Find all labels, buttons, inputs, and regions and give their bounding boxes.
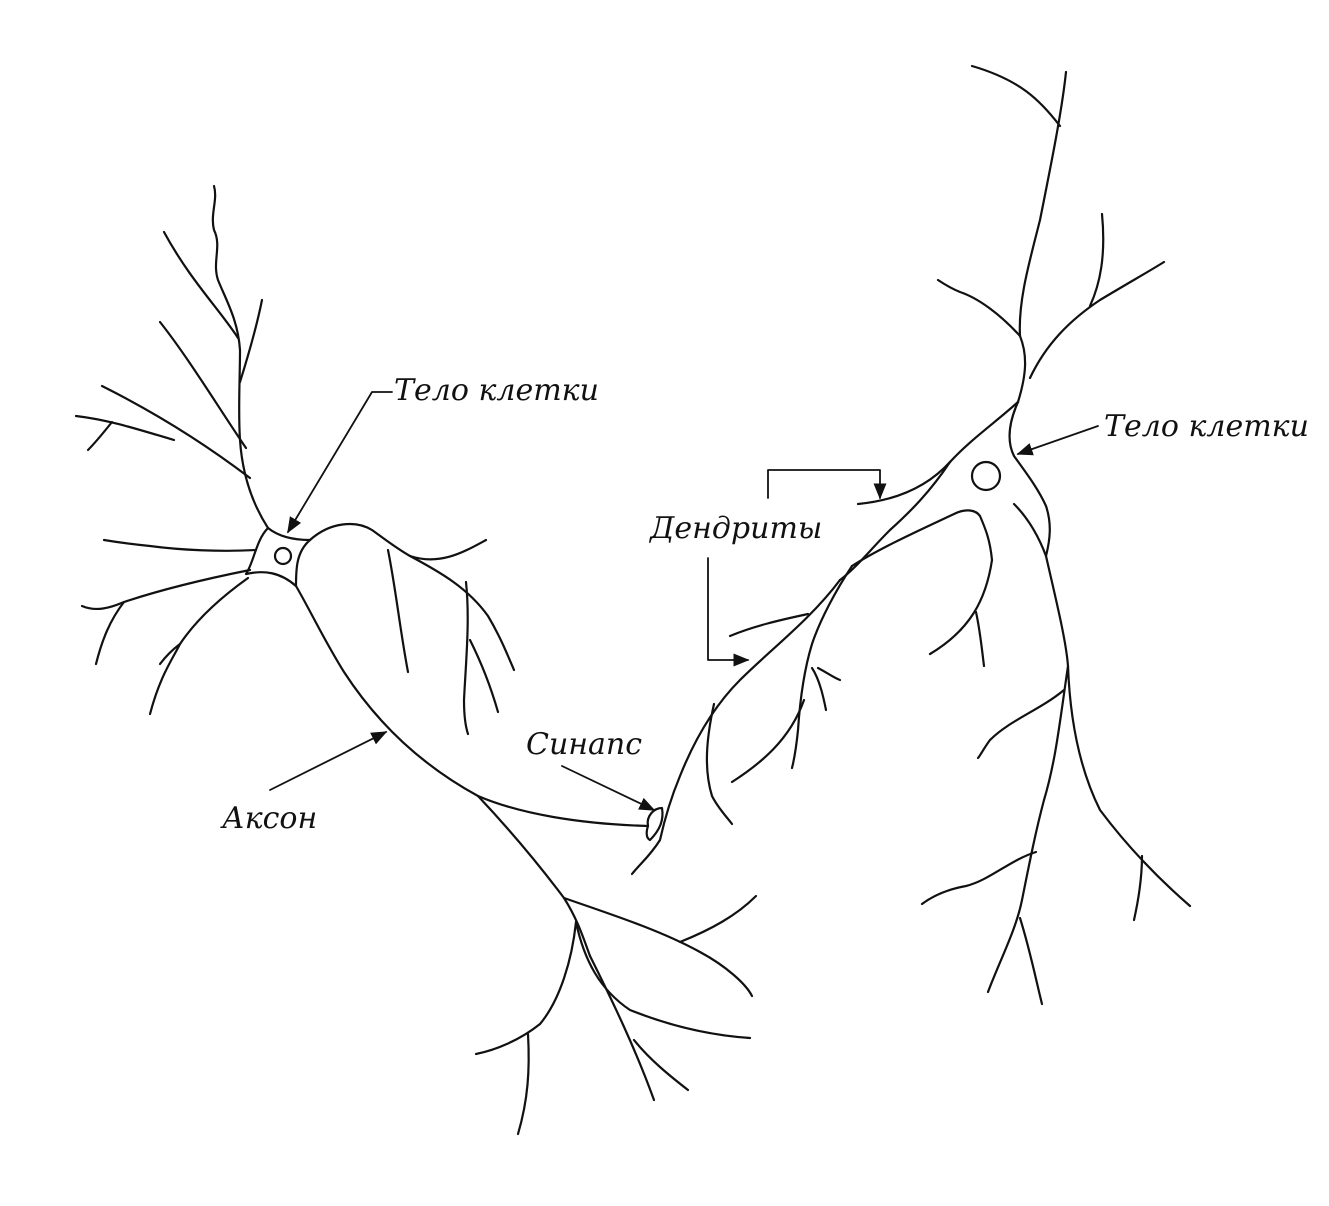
right-nucleus xyxy=(970,460,1002,492)
right-soma-lower-edge xyxy=(838,460,952,582)
left-dendrite-side-2 xyxy=(80,568,252,611)
left-dendrite-side-1 xyxy=(102,538,258,552)
right-dendrite-lower-branch-1 xyxy=(986,664,1070,994)
left-dendrite-side-3 xyxy=(94,600,126,666)
left-axon-lower-edge xyxy=(294,584,650,828)
left-hillock-branch-3 xyxy=(462,580,470,736)
right-dendrite-lower-branch-2 xyxy=(1018,916,1044,1006)
synapse-leader xyxy=(561,765,656,811)
left-hillock-branch-2 xyxy=(408,554,516,672)
right-soma-inner-edge xyxy=(850,509,994,568)
right-dendrite-upper-trunk xyxy=(1016,70,1068,404)
left-dendrite-side-4 xyxy=(148,576,250,716)
right-cell-body-label: Тело клетки xyxy=(1104,409,1309,444)
left-neuron xyxy=(74,184,758,1136)
left-dendrite-upper-branch-6 xyxy=(86,420,114,452)
right-dendrite-upper-branch-1 xyxy=(970,64,1062,128)
dendrites-label: Дендриты xyxy=(648,511,822,546)
right-dendrite-lower-branch-3 xyxy=(920,850,1038,906)
right-neuron xyxy=(630,64,1192,1006)
left-dendrite-upper-branch-5 xyxy=(74,414,176,442)
right-soma-right-edge xyxy=(1008,400,1051,558)
left-nucleus xyxy=(273,546,293,566)
right-cell-body-leader xyxy=(1016,425,1099,456)
right-dendrite-branch-a xyxy=(728,612,810,638)
left-hillock-branch-4 xyxy=(468,638,500,714)
right-dendrite-upper-branch-2 xyxy=(936,278,1022,338)
left-axon-branch-3 xyxy=(574,920,752,1040)
right-dendrite-upper-branch-4 xyxy=(1088,212,1105,308)
right-dendrite-soma-branch-3 xyxy=(974,610,986,668)
right-dendrite-main-left xyxy=(630,578,842,876)
left-axon-branch-1 xyxy=(562,896,754,998)
axon-label: Аксон xyxy=(220,801,317,836)
right-dendrite-soma-branch-2 xyxy=(1012,502,1048,558)
right-dendrite-lower-branch-4 xyxy=(976,688,1066,760)
left-dendrite-upper-branch-4 xyxy=(100,384,252,480)
left-axon-branch-2 xyxy=(678,894,758,944)
right-dendrite-branch-e xyxy=(705,702,734,826)
dendrites-bracket-lower xyxy=(707,557,750,667)
right-dendrite-soma-branch-1 xyxy=(928,558,994,656)
dendrites-bracket-upper xyxy=(767,469,887,500)
synapse-label: Синапс xyxy=(526,727,642,762)
right-dendrite-upper-branch-3 xyxy=(1028,260,1166,380)
left-dendrite-upper xyxy=(211,184,270,530)
right-dendrite-branch-c xyxy=(810,666,828,712)
axon-leader xyxy=(269,731,388,791)
left-axon-branch-7 xyxy=(516,1032,530,1136)
left-axon-branch-4 xyxy=(588,954,656,1102)
left-axon-main xyxy=(476,794,592,958)
right-dendrite-lower-trunk xyxy=(1044,554,1192,908)
left-hillock-branch-1 xyxy=(386,548,410,674)
left-dendrite-side-5 xyxy=(158,642,182,666)
left-axon-upper-edge xyxy=(308,523,488,561)
left-axon-branch-5 xyxy=(632,1038,690,1092)
left-axon-branch-6 xyxy=(474,920,578,1056)
left-dendrite-upper-branch-2 xyxy=(238,298,264,384)
annotation-leaders xyxy=(269,391,1099,811)
right-dendrite-branch-d xyxy=(816,666,842,682)
left-cell-body-leader xyxy=(287,391,393,534)
left-dendrite-upper-branch-3 xyxy=(158,320,248,450)
right-dendrite-main-left-inner xyxy=(790,564,854,770)
synaptic-knob xyxy=(645,806,664,842)
left-dendrite-upper-branch-1 xyxy=(162,230,240,340)
left-cell-body-label: Тело клетки xyxy=(394,373,599,408)
right-dendrite-lower-branch-5 xyxy=(1132,854,1144,922)
right-dendrite-branch-b xyxy=(730,698,806,784)
